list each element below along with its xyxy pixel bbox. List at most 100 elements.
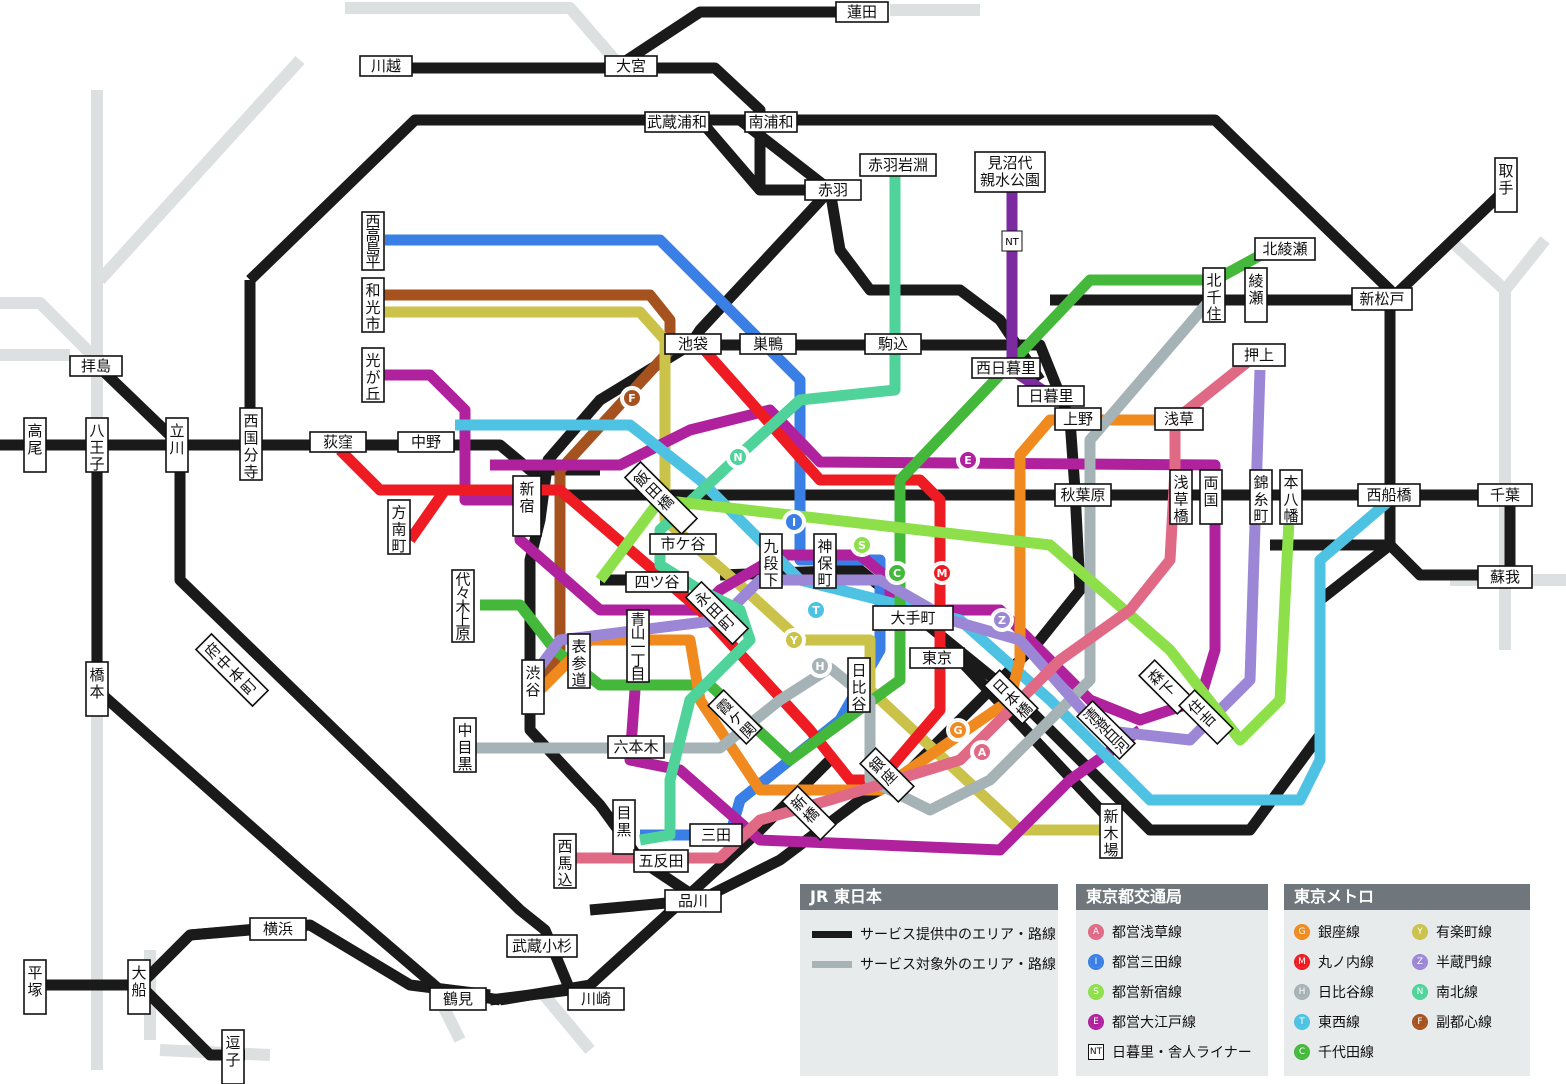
subway-line-asakusa-14 <box>570 355 1254 864</box>
station-nishinippori[interactable]: 西日暮里 <box>971 357 1041 379</box>
station-label: 浅草橋 <box>1173 474 1188 525</box>
station-kitaayase[interactable]: 北綾瀬 <box>1254 237 1316 261</box>
station-kawasaki[interactable]: 川崎 <box>567 987 625 1011</box>
station-shinjuku[interactable]: 新宿 <box>512 475 542 537</box>
station-otemachi[interactable]: 大手町 <box>872 605 954 631</box>
station-kiyosumi[interactable]: 清澄白河 <box>1075 699 1137 761</box>
station-nagatacho[interactable]: 永田町 <box>684 580 750 646</box>
station-label: 川崎 <box>581 990 611 1008</box>
station-shinmatsudo[interactable]: 新松戸 <box>1351 287 1413 311</box>
station-omotesando[interactable]: 表参道 <box>567 633 591 689</box>
station-shinkiba[interactable]: 新木場 <box>1099 803 1123 859</box>
station-ofuna[interactable]: 大船 <box>127 959 151 1015</box>
station-sugamo[interactable]: 巣鴨 <box>739 333 797 355</box>
badge-letter: Z <box>998 614 1006 627</box>
station-yoyogiuehara[interactable]: 代々木上原 <box>451 569 475 643</box>
station-ryogoku[interactable]: 両国 <box>1199 469 1223 525</box>
station-hachioji[interactable]: 八王子 <box>85 417 109 473</box>
station-yotsuya[interactable]: 四ツ谷 <box>625 571 689 593</box>
station-akabane[interactable]: 赤羽 <box>804 179 862 201</box>
station-box <box>759 533 783 589</box>
station-ichigaya[interactable]: 市ケ谷 <box>649 533 717 555</box>
station-komagome[interactable]: 駒込 <box>864 333 922 355</box>
station-zushi[interactable]: 逗子 <box>221 1029 245 1084</box>
station-wakoshi[interactable]: 和光市 <box>361 277 385 333</box>
station-akabaneiwabuchi[interactable]: 赤羽岩淵 <box>859 153 937 177</box>
station-ikebukuro[interactable]: 池袋 <box>664 333 722 355</box>
station-shinagawa[interactable]: 品川 <box>664 889 722 913</box>
station-morishita[interactable]: 森下 <box>1137 658 1195 716</box>
station-tokyo[interactable]: 東京 <box>909 647 965 669</box>
station-chiba[interactable]: 千葉 <box>1477 483 1533 507</box>
station-fuchuhommachi[interactable]: 府中本町 <box>194 632 270 708</box>
station-meguro[interactable]: 目黒 <box>612 799 636 855</box>
station-omiya[interactable]: 大宮 <box>604 55 658 77</box>
station-haijima[interactable]: 拝島 <box>69 355 123 377</box>
station-hashimoto[interactable]: 橋本 <box>85 661 109 717</box>
station-box <box>971 357 1041 379</box>
badge-letter: I <box>792 516 796 529</box>
station-musashiurawa[interactable]: 武蔵浦和 <box>644 111 710 133</box>
station-shimbashi[interactable]: 新橋 <box>780 784 838 842</box>
line-badge-oedo: E <box>956 448 980 472</box>
badge-letter: C <box>893 567 901 580</box>
station-nishifunabashi[interactable]: 西船橋 <box>1357 483 1421 507</box>
station-roppongi[interactable]: 六本木 <box>607 735 665 759</box>
station-hasuda[interactable]: 蓮田 <box>835 1 889 23</box>
station-hibiya[interactable]: 日比谷 <box>847 657 871 713</box>
station-hiratsuka[interactable]: 平塚 <box>23 959 47 1015</box>
legend-metro-label: 千代田線 <box>1318 1045 1374 1061</box>
hibiya-icon: H <box>1294 984 1310 1000</box>
badge-ring <box>620 386 644 410</box>
station-jimbocho[interactable]: 神保町 <box>813 533 837 589</box>
station-nishimagome[interactable]: 西馬込 <box>553 833 577 889</box>
station-musashikosugi[interactable]: 武蔵小杉 <box>506 934 578 958</box>
station-kasumigaseki[interactable]: 霞ケ関 <box>706 688 764 746</box>
station-kawagoe[interactable]: 川越 <box>359 55 413 77</box>
station-toride[interactable]: 取手 <box>1494 157 1518 213</box>
badge-circle <box>806 600 826 620</box>
station-honancho[interactable]: 方南町 <box>387 499 411 555</box>
station-kinshicho[interactable]: 錦糸町 <box>1249 469 1273 525</box>
station-nippori[interactable]: 日暮里 <box>1017 385 1085 407</box>
station-mita[interactable]: 三田 <box>689 823 743 847</box>
station-shibuya[interactable]: 渋谷 <box>521 659 545 715</box>
station-oshiage[interactable]: 押上 <box>1232 343 1286 367</box>
station-aoyama[interactable]: 青山一丁目 <box>626 609 650 683</box>
station-box <box>909 647 965 669</box>
station-tsurumi[interactable]: 鶴見 <box>429 987 487 1011</box>
station-nakameguro[interactable]: 中目黒 <box>453 717 477 773</box>
station-sumiyoshi[interactable]: 住吉 <box>1177 688 1235 746</box>
line-badge-fukutoshin: F <box>620 386 644 410</box>
station-minamiurawa[interactable]: 南浦和 <box>744 111 798 133</box>
station-tachikawa[interactable]: 立川 <box>165 417 189 473</box>
legend-jr: JR 東日本 サービス提供中のエリア・路線 サービス対象外のエリア・路線 <box>800 884 1058 1076</box>
station-label: 大宮 <box>616 57 646 75</box>
station-label: 千葉 <box>1490 486 1520 504</box>
station-iidabashi[interactable]: 飯田橋 <box>623 460 699 536</box>
station-yokohama[interactable]: 横浜 <box>249 917 307 941</box>
station-nishitakashimadaira[interactable]: 西高島平 <box>361 211 385 271</box>
station-asakusabashi[interactable]: 浅草橋 <box>1169 469 1193 525</box>
station-box <box>553 833 577 889</box>
station-motoyawata[interactable]: 本八幡 <box>1279 469 1303 525</box>
station-akihabara[interactable]: 秋葉原 <box>1054 483 1112 507</box>
station-gotanda[interactable]: 五反田 <box>633 849 689 873</box>
station-ueno[interactable]: 上野 <box>1054 407 1102 431</box>
station-kitasenju[interactable]: 北千住 <box>1202 267 1226 323</box>
legend-metro-title: 東京メトロ <box>1284 884 1530 910</box>
station-nakano[interactable]: 中野 <box>397 431 455 453</box>
station-minumadai[interactable]: 見沼代親水公園 <box>974 151 1046 193</box>
station-nihombashi[interactable]: 日本橋 <box>982 668 1040 726</box>
station-kudanshita[interactable]: 九段下 <box>759 533 783 589</box>
station-asakusa[interactable]: 浅草 <box>1154 407 1204 431</box>
station-nishikokubunji[interactable]: 西国分寺 <box>239 407 263 481</box>
station-ginza[interactable]: 銀座 <box>858 746 916 804</box>
station-hikarigaoka[interactable]: 光が丘 <box>361 347 385 403</box>
legend-metro-label: 銀座線 <box>1318 925 1360 941</box>
station-takao[interactable]: 高尾 <box>23 417 47 473</box>
station-box <box>612 799 636 855</box>
station-soga[interactable]: 蘇我 <box>1477 565 1533 589</box>
station-ayase[interactable]: 綾瀬 <box>1244 267 1268 323</box>
station-ogikubo[interactable]: 荻窪 <box>309 431 367 453</box>
